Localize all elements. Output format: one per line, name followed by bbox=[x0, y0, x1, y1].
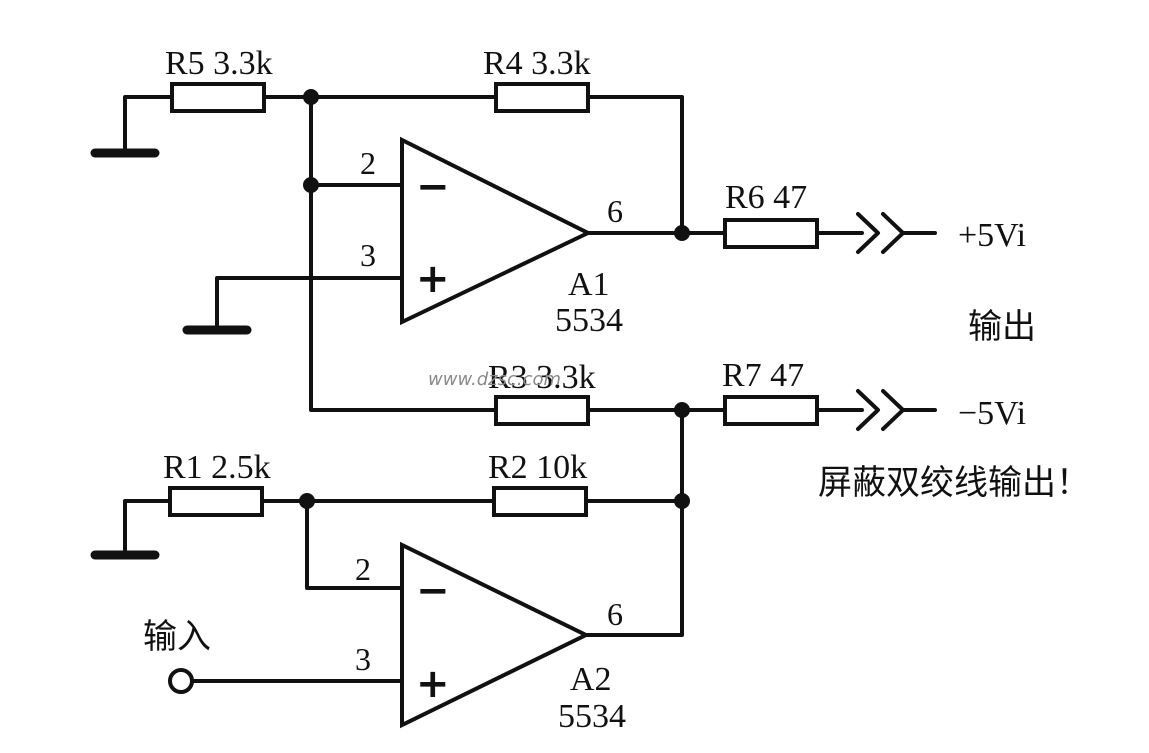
wire-gnd1-r5 bbox=[123, 95, 174, 155]
connector-pos-a bbox=[856, 212, 880, 254]
wire-r4-feedback bbox=[586, 95, 684, 235]
a2-plus-sign: + bbox=[416, 661, 450, 707]
opamp-a1 bbox=[400, 136, 593, 326]
label-r2: R2 10k bbox=[488, 449, 587, 486]
label-r7: R7 47 bbox=[722, 357, 804, 394]
a2-name: A2 bbox=[570, 661, 612, 698]
resistor-r3 bbox=[494, 395, 590, 426]
wire-gnd3-r1 bbox=[123, 499, 172, 557]
resistor-r7 bbox=[723, 395, 819, 426]
connector-pos-b bbox=[881, 212, 905, 254]
a1-pin-noninv: 3 bbox=[360, 237, 376, 273]
a2-pin-noninv: 3 bbox=[355, 641, 371, 677]
label-r6: R6 47 bbox=[725, 179, 807, 216]
input-terminal bbox=[168, 668, 194, 694]
junction-r1-r2 bbox=[299, 493, 315, 509]
label-r1: R1 2.5k bbox=[163, 449, 271, 486]
resistor-r5 bbox=[170, 82, 266, 113]
junction-r5-r4 bbox=[303, 89, 319, 105]
resistor-r6 bbox=[723, 218, 819, 249]
input-label: 输入 bbox=[143, 617, 211, 657]
a2-pin-out: 6 bbox=[607, 596, 623, 632]
a1-part: 5534 bbox=[555, 302, 623, 339]
junction-a1-out bbox=[674, 225, 690, 241]
connector-neg-b bbox=[881, 389, 905, 431]
a2-minus-sign: − bbox=[416, 568, 450, 614]
a2-pin-inv: 2 bbox=[355, 551, 371, 587]
a1-minus-sign: − bbox=[416, 164, 450, 210]
a2-part: 5534 bbox=[558, 698, 626, 735]
connector-neg-a bbox=[856, 389, 880, 431]
label-r4: R4 3.3k bbox=[483, 45, 591, 82]
label-r3: R3 3.3k bbox=[488, 359, 596, 396]
resistor-r4 bbox=[494, 82, 590, 113]
wire-a2-inv bbox=[305, 499, 404, 590]
wire-inv-bus bbox=[309, 95, 498, 412]
junction-r3-r7 bbox=[674, 402, 690, 418]
a1-pin-out: 6 bbox=[607, 193, 623, 229]
a1-plus-sign: + bbox=[416, 256, 450, 302]
output-pos-label: +5Vi bbox=[958, 217, 1026, 254]
output-label: 输出 bbox=[968, 307, 1036, 347]
label-r5: R5 3.3k bbox=[165, 45, 273, 82]
output-neg-label: −5Vi bbox=[958, 395, 1026, 432]
a1-pin-inv: 2 bbox=[360, 145, 376, 181]
opamp-a2 bbox=[400, 541, 591, 729]
resistor-r2 bbox=[492, 486, 588, 517]
wire-a1-noninv bbox=[215, 276, 404, 332]
output-note: 屏蔽双绞线输出！ bbox=[818, 463, 1090, 503]
wire-a2-feedback bbox=[584, 408, 684, 637]
watermark-text: www.dzsc.com bbox=[428, 369, 561, 390]
resistor-r1 bbox=[168, 486, 264, 517]
a1-name: A1 bbox=[568, 266, 610, 303]
junction-a1-inv bbox=[303, 177, 319, 193]
junction-r2-a2out bbox=[674, 493, 690, 509]
